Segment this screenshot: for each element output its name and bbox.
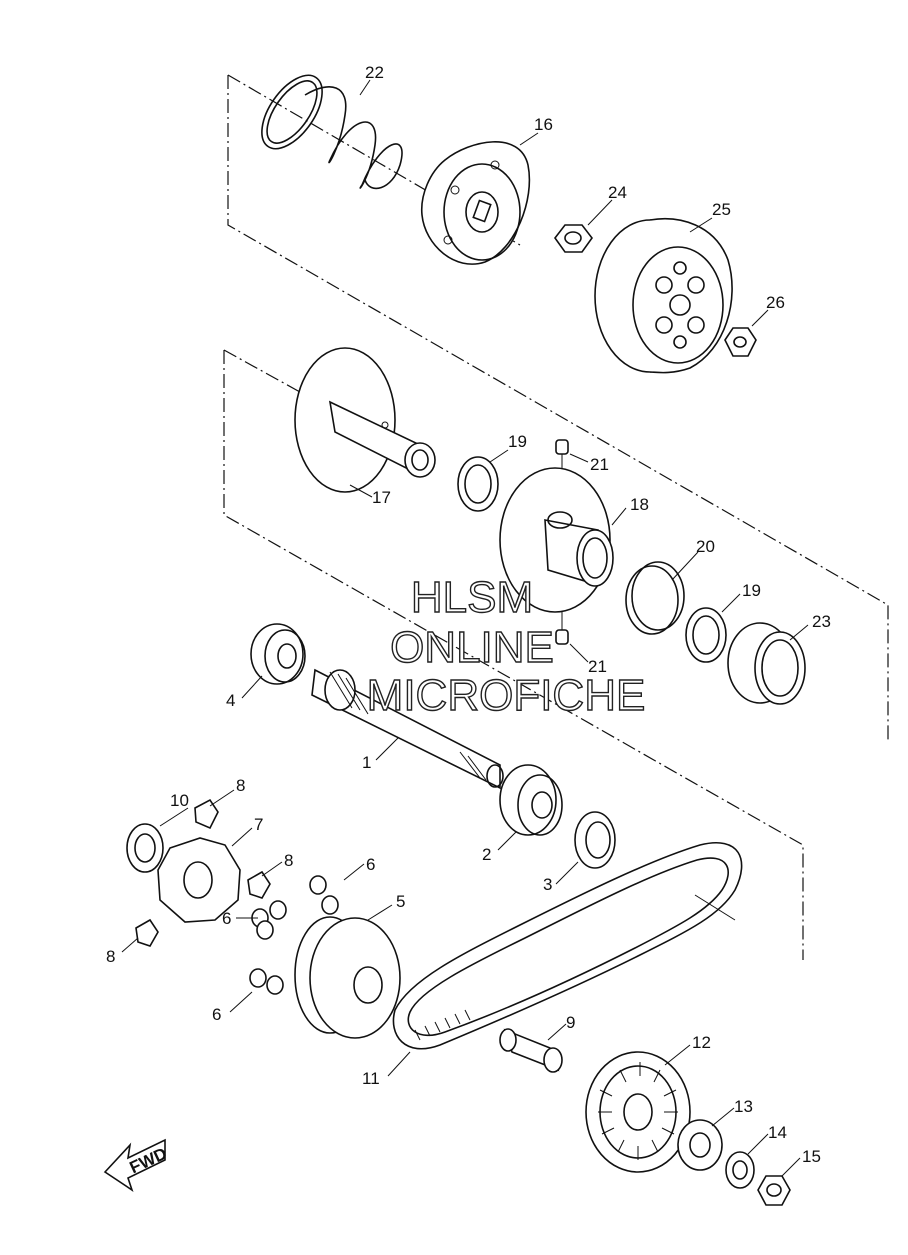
callout-3: 3 bbox=[543, 875, 552, 894]
fwd-arrow-icon: FWD bbox=[103, 1138, 170, 1192]
bearing-part-4 bbox=[250, 623, 306, 685]
nut-part-15 bbox=[757, 1175, 791, 1206]
washer-part-10 bbox=[126, 823, 164, 873]
callout-16: 16 bbox=[534, 115, 553, 134]
callout-23: 23 bbox=[812, 612, 831, 631]
washer-part-14 bbox=[725, 1151, 755, 1189]
nut-part-24 bbox=[554, 224, 593, 253]
callout-9: 9 bbox=[566, 1013, 575, 1032]
sheave-part-5 bbox=[294, 916, 401, 1039]
callout-6-mid: 6 bbox=[222, 909, 231, 928]
callout-25: 25 bbox=[712, 200, 731, 219]
watermark-line-2: ONLINE bbox=[390, 623, 554, 672]
watermark: HLSM ONLINE MICROFICHE bbox=[366, 572, 646, 720]
callout-21-bottom: 21 bbox=[588, 657, 607, 676]
watermark-line-1: HLSM bbox=[411, 573, 533, 622]
roller-part-6-a bbox=[309, 875, 339, 915]
seal-part-3 bbox=[574, 811, 616, 869]
pin-part-21-bottom bbox=[555, 629, 569, 645]
bearing-part-2 bbox=[499, 764, 563, 836]
callout-8-bottom: 8 bbox=[106, 947, 115, 966]
callout-numbers: 22 16 24 25 26 17 19 21 18 20 19 23 21 4… bbox=[106, 63, 831, 1166]
seal-part-19-upper bbox=[457, 456, 499, 512]
callout-6-bottom: 6 bbox=[212, 1005, 221, 1024]
callout-24: 24 bbox=[608, 183, 627, 202]
cam-part-7 bbox=[157, 837, 241, 923]
fixed-sheave-part-12 bbox=[585, 1051, 691, 1173]
callout-7: 7 bbox=[254, 815, 263, 834]
collar-part-23 bbox=[727, 622, 806, 705]
clutch-carrier-part-16 bbox=[420, 141, 531, 265]
callout-18: 18 bbox=[630, 495, 649, 514]
roller-part-6-b bbox=[251, 900, 287, 940]
watermark-line-3: MICROFICHE bbox=[367, 671, 646, 720]
callout-19-upper: 19 bbox=[508, 432, 527, 451]
callout-21-top: 21 bbox=[590, 455, 609, 474]
callout-11: 11 bbox=[362, 1069, 380, 1088]
callout-5: 5 bbox=[396, 892, 405, 911]
collar-part-9 bbox=[499, 1028, 563, 1073]
callout-26: 26 bbox=[766, 293, 785, 312]
slider-part-8-top bbox=[194, 798, 219, 830]
roller-part-6-c bbox=[249, 968, 284, 995]
nut-part-26 bbox=[724, 327, 757, 357]
pin-part-21-top bbox=[555, 439, 569, 455]
callout-15: 15 bbox=[802, 1147, 821, 1166]
callout-13: 13 bbox=[734, 1097, 753, 1116]
callout-19-lower: 19 bbox=[742, 581, 761, 600]
o-ring-part-20 bbox=[625, 561, 685, 635]
callout-12: 12 bbox=[692, 1033, 711, 1052]
callout-10: 10 bbox=[170, 791, 189, 810]
callout-22: 22 bbox=[365, 63, 384, 82]
seal-part-19-lower bbox=[685, 607, 727, 663]
sliding-sheave-part-17 bbox=[294, 347, 436, 493]
secondary-sheave-part-18 bbox=[499, 467, 614, 613]
v-belt-part-11 bbox=[392, 842, 743, 1050]
callout-4: 4 bbox=[226, 691, 235, 710]
callout-8-top: 8 bbox=[236, 776, 245, 795]
callout-17: 17 bbox=[372, 488, 391, 507]
leader-lines bbox=[121, 79, 809, 1177]
spring-part-22 bbox=[261, 74, 403, 190]
callout-1: 1 bbox=[362, 753, 371, 772]
clutch-housing-part-25 bbox=[594, 218, 733, 374]
shaft-part-1 bbox=[311, 668, 504, 790]
callout-8-mid: 8 bbox=[284, 851, 293, 870]
callout-6-top: 6 bbox=[366, 855, 375, 874]
callout-14: 14 bbox=[768, 1123, 787, 1142]
callout-20: 20 bbox=[696, 537, 715, 556]
slider-part-8-bottom bbox=[135, 918, 159, 947]
slider-part-8-mid bbox=[247, 870, 271, 899]
callout-2: 2 bbox=[482, 845, 491, 864]
gear-part-13 bbox=[677, 1119, 723, 1171]
